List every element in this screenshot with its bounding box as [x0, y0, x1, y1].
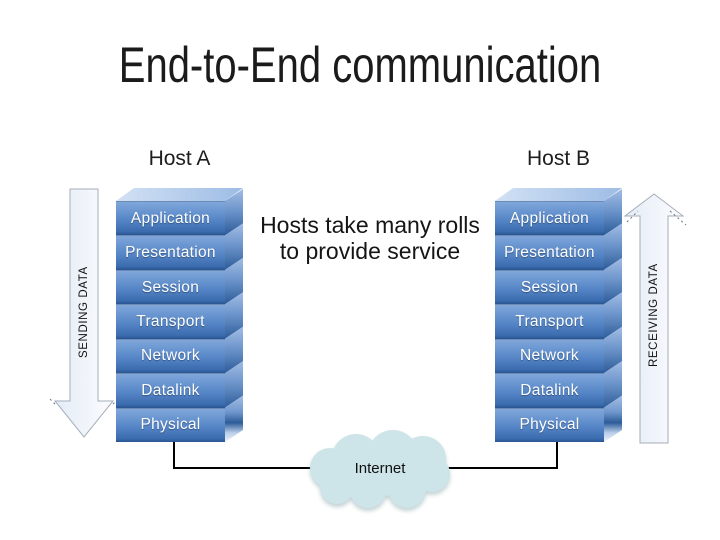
host-b-label: Host B — [526, 147, 591, 170]
layer-label: Session — [520, 278, 579, 296]
layer-physical: Physical — [495, 395, 622, 442]
stack-top-face — [495, 188, 622, 201]
layer-label: Datalink — [520, 381, 579, 399]
stack-top-face — [116, 188, 243, 201]
down-arrow-shape — [53, 188, 115, 438]
up-arrow-shape — [623, 193, 685, 444]
host-a-label: Host A — [148, 147, 211, 170]
arrow-hidden-edge — [669, 210, 687, 226]
layer-front-face: Transport — [116, 304, 225, 339]
layer-front-face: Datalink — [116, 373, 225, 408]
connector-left-horizontal — [173, 467, 314, 469]
layer-label: Datalink — [141, 381, 200, 399]
layer-label: Physical — [140, 416, 201, 434]
layer-front-face: Presentation — [116, 235, 225, 270]
layer-transport: Transport — [495, 292, 622, 339]
layer-front-face: Application — [495, 201, 604, 236]
layer-front-face: Network — [495, 338, 604, 374]
internet-cloud — [310, 430, 450, 508]
layer-side-face — [225, 292, 243, 339]
layer-side-face — [225, 326, 243, 374]
layer-presentation: Presentation — [495, 223, 622, 270]
osi-stack-host-b: Application Presentation Session Transpo… — [495, 188, 622, 444]
cloud-body — [326, 442, 434, 496]
arrow-hidden-edge — [47, 396, 56, 405]
layer-label: Application — [509, 209, 590, 227]
layer-transport: Transport — [116, 292, 243, 339]
layer-network: Network — [495, 326, 622, 374]
layer-label: Application — [130, 209, 211, 227]
layer-side-face — [604, 395, 622, 442]
layer-label: Session — [141, 278, 200, 296]
layer-label: Presentation — [504, 244, 595, 262]
layer-side-face — [604, 326, 622, 374]
layer-label: Transport — [136, 312, 205, 330]
center-note: Hosts take many rolls to provide service — [245, 212, 495, 264]
layer-front-face: Physical — [116, 407, 225, 442]
connector-left-vertical — [173, 442, 175, 469]
center-note-line2: to provide service — [279, 238, 461, 264]
layer-side-face — [604, 292, 622, 339]
layer-application: Application — [116, 189, 243, 236]
layer-side-face — [604, 189, 622, 236]
layer-side-face — [225, 395, 243, 442]
layer-session: Session — [495, 257, 622, 305]
layer-label: Physical — [519, 416, 580, 434]
layer-label: Transport — [515, 312, 584, 330]
connector-right-horizontal — [446, 467, 558, 469]
layer-session: Session — [116, 257, 243, 305]
layer-front-face: Application — [116, 201, 225, 236]
layer-side-face — [225, 189, 243, 236]
layer-side-face — [604, 257, 622, 305]
receiving-data-arrow — [623, 193, 687, 444]
receiving-data-arrow-label: RECEIVING DATA — [648, 263, 660, 367]
layer-datalink: Datalink — [495, 361, 622, 408]
slide-title: End-to-End communication — [118, 37, 602, 93]
layer-application: Application — [495, 189, 622, 236]
layer-presentation: Presentation — [116, 223, 243, 270]
layer-front-face: Transport — [495, 304, 604, 339]
sending-data-arrow-label: SENDING DATA — [78, 266, 90, 358]
layer-front-face: Datalink — [495, 373, 604, 408]
layer-side-face — [225, 223, 243, 270]
layer-front-face: Physical — [495, 407, 604, 442]
connector-right-vertical — [556, 442, 558, 469]
layer-label: Presentation — [125, 244, 216, 262]
layer-label: Network — [141, 347, 200, 365]
layer-network: Network — [116, 326, 243, 374]
layer-datalink: Datalink — [116, 361, 243, 408]
layer-front-face: Presentation — [495, 235, 604, 270]
layer-side-face — [604, 361, 622, 408]
layer-physical: Physical — [116, 395, 243, 442]
layer-side-face — [225, 361, 243, 408]
center-note-line1: Hosts take many rolls — [260, 212, 480, 238]
layer-front-face: Session — [495, 269, 604, 305]
layer-front-face: Network — [116, 338, 225, 374]
layer-side-face — [225, 257, 243, 305]
layer-side-face — [604, 223, 622, 270]
layer-front-face: Session — [116, 269, 225, 305]
osi-stack-host-a: Application Presentation Session Transpo… — [116, 188, 243, 444]
internet-cloud-label: Internet — [354, 460, 406, 477]
layer-label: Network — [520, 347, 579, 365]
